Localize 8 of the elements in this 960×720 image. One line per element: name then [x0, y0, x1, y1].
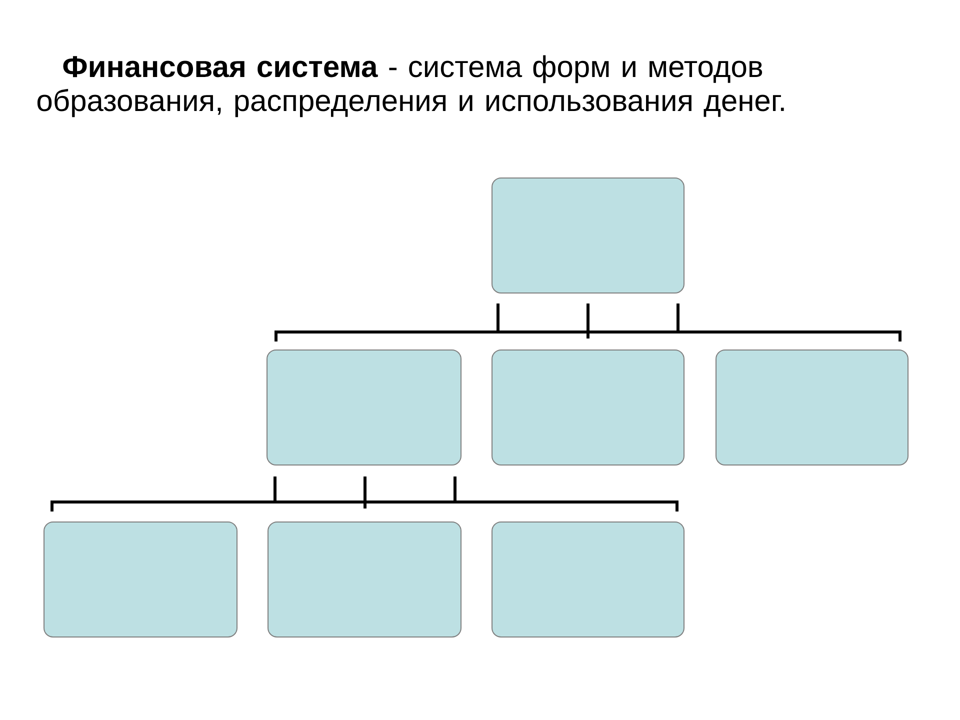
heading: Финансовая система - система форм и методов образования, распределения и использования денег. — [37, 55, 784, 118]
empty-box — [268, 522, 462, 638]
empty-box — [44, 522, 238, 638]
empty-box — [266, 350, 462, 466]
empty-box — [492, 350, 684, 466]
empty-box — [492, 522, 684, 638]
empty-box — [492, 178, 684, 294]
empty-box — [716, 350, 909, 466]
